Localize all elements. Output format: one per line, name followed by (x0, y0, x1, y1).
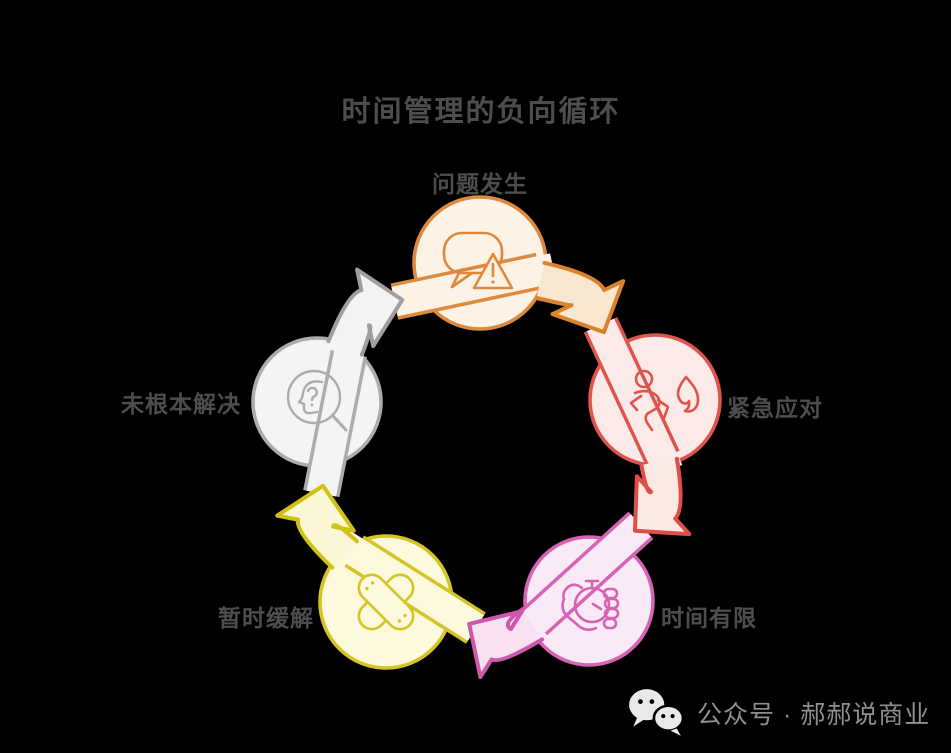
node-label-unsolved: 未根本解决 (121, 391, 241, 417)
thumb (562, 583, 584, 601)
stopwatch-hand (591, 602, 603, 611)
bandage-dot (397, 619, 402, 623)
bandage-dot (403, 613, 407, 618)
runner-head (634, 369, 654, 389)
arrow-stub-fill-2 (514, 514, 651, 643)
bandage-dot (365, 586, 369, 591)
footer-watermark: 公众号 · 郝郝说商业 (627, 686, 930, 740)
runner-body (633, 389, 661, 432)
cycle-arrow-2-to-3 (467, 606, 545, 680)
bandage-over (357, 573, 415, 631)
question-mark (306, 386, 318, 402)
wechat-icon (629, 689, 685, 736)
node-label-urgent: 紧急应对 (727, 395, 823, 421)
diagram-title: 时间管理的负向循环 (341, 94, 620, 128)
arrow-stub-fill-4 (306, 336, 367, 497)
cycle-arrow-4-to-0 (326, 267, 405, 357)
speech-bubble-tail (450, 269, 474, 289)
footer-brand-text: 公众号 · 郝郝说商业 (697, 701, 931, 729)
warning-dot (491, 280, 495, 284)
node-circle-time (523, 535, 655, 667)
palm (561, 597, 598, 632)
cycle-arrow-3-to-4 (275, 483, 359, 570)
bandage-dot (370, 581, 375, 585)
node-label-problem: 问题发生 (432, 171, 528, 197)
arrow-stub-fill-0 (391, 253, 557, 317)
head-magnifier-icon (286, 369, 348, 432)
head-profile (297, 380, 324, 415)
question-dot (310, 403, 314, 407)
node-label-time: 时间有限 (661, 605, 757, 631)
cycle-arrow-0-to-1 (534, 260, 626, 335)
node-label-relief: 暂时缓解 (218, 605, 314, 631)
cycle-arrow-1-to-2 (633, 456, 692, 537)
crossed-bandages-icon (357, 573, 415, 631)
magnifier-handle (331, 414, 348, 432)
hand-stopwatch-icon (561, 579, 620, 632)
flame (676, 375, 700, 413)
arrow-stub-fill-1 (586, 318, 683, 478)
arrow-stub-fill-3 (334, 530, 484, 641)
runner-front-leg (656, 398, 670, 420)
magnifier-lens (286, 369, 342, 425)
finger (602, 617, 618, 630)
speech-bubble-warning-icon (442, 231, 514, 290)
running-person-fire-icon (629, 369, 700, 432)
runner-arm (629, 394, 643, 412)
